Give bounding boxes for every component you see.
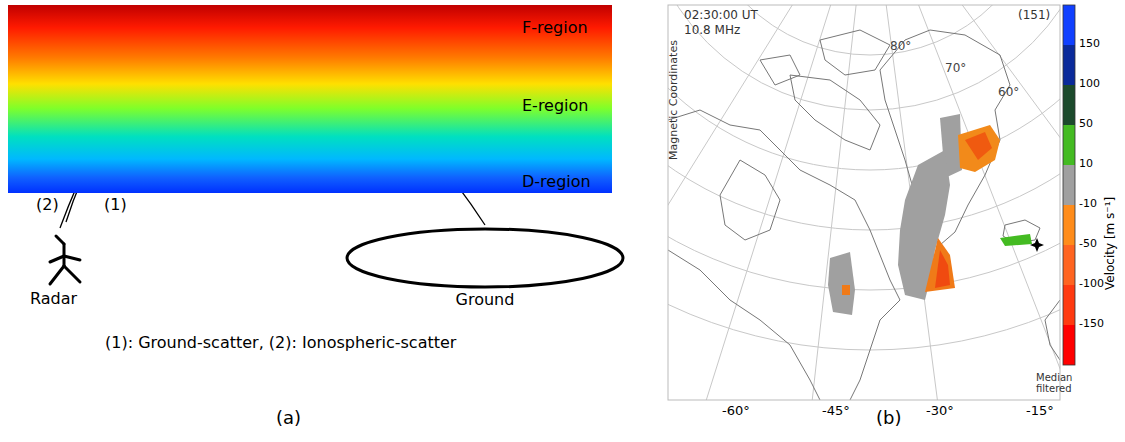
callout-number: (1) [104,196,127,214]
filter-note: Median filtered [1036,372,1084,394]
colorbar-tick: 50 [1079,118,1093,131]
time-stamp: 02:30:00 UT [684,9,758,23]
panel-letter: (a) [276,408,301,429]
radar-icon: Radar [22,222,92,314]
colorbar-tick: 10 [1079,158,1093,171]
frequency-text: 10.8 MHz [684,24,740,38]
latitude-label: 80° [890,40,911,54]
latitude-label: 60° [998,86,1019,100]
colorbar-tick: 150 [1079,38,1100,51]
ionosphere-band: F-regionE-regionD-region [8,5,612,193]
callout-number: (2) [36,196,59,214]
node-label: E-region [522,97,588,115]
map-area [668,5,1060,400]
node-label: Radar [30,290,77,308]
node-label: D-region [522,173,591,191]
longitude-label: -45° [822,404,850,419]
longitude-label: -60° [722,404,750,419]
longitude-label: -30° [926,404,954,419]
node-label: F-region [522,19,588,37]
colorbar-tick: 100 [1079,78,1100,91]
radar-echo [828,114,1032,315]
latitude-label: 70° [945,62,966,76]
longitude-label: -15° [1026,404,1054,419]
beam-number: (151) [1018,9,1050,23]
colorbar-tick: -50 [1079,238,1097,251]
color-bar [1063,5,1075,365]
colorbar-tick: -10 [1079,198,1097,211]
panel-letter: (b) [876,408,901,429]
axis-title: Magnetic Coordinates [668,40,681,160]
node-label: Ground [456,291,515,309]
caption-text: (1): Ground-scatter, (2): Ionospheric-sc… [105,334,456,352]
colorbar-tick: -150 [1079,318,1104,331]
colorbar-tick: -100 [1079,278,1104,291]
ground-ellipse: Ground [340,225,630,317]
colorbar-title: Velocity [m s⁻¹] [1104,197,1118,290]
radar-site-star [1030,238,1044,252]
